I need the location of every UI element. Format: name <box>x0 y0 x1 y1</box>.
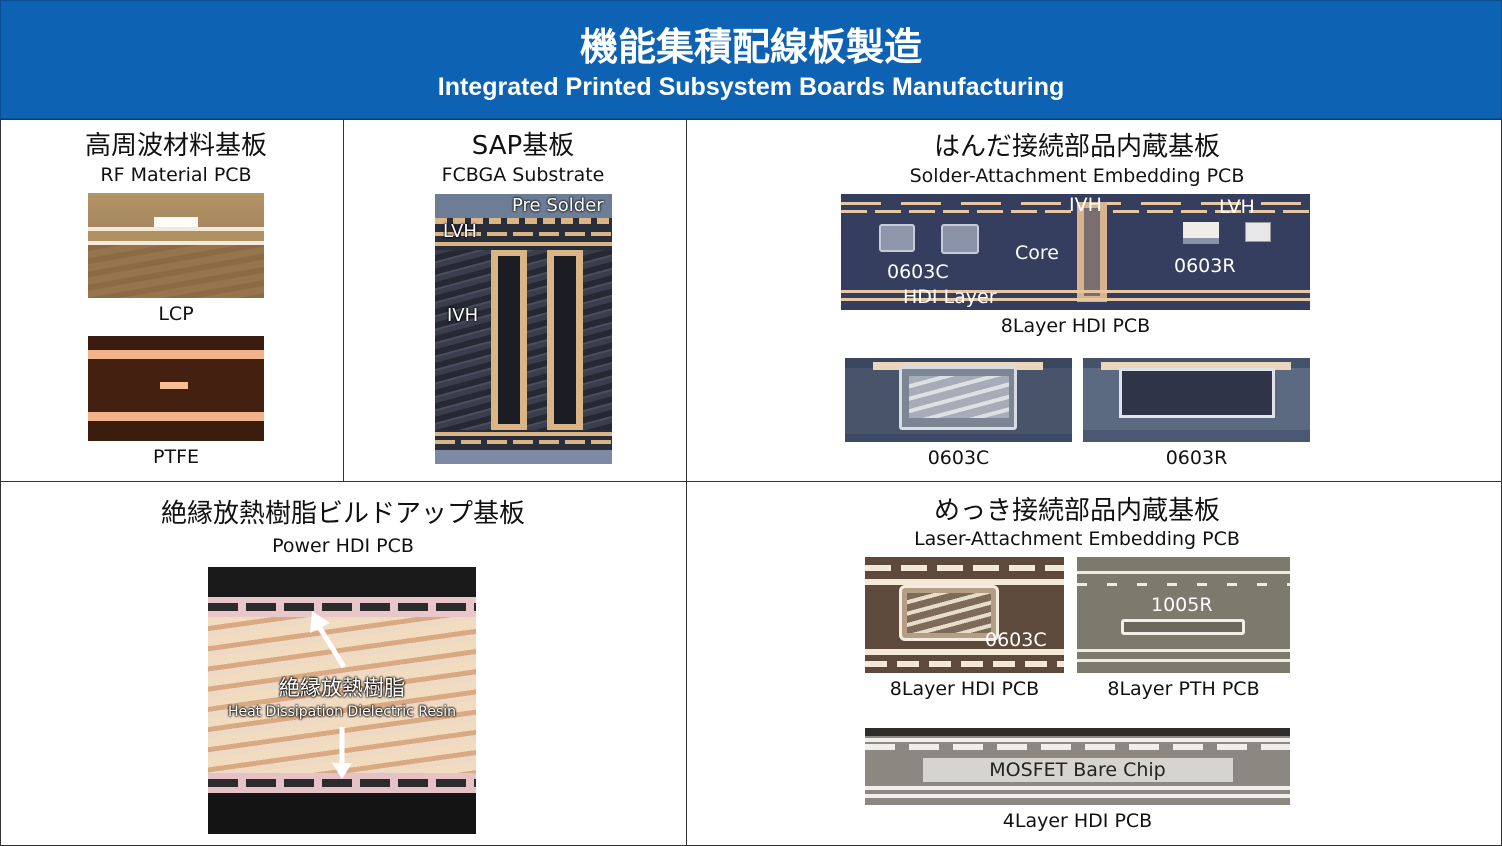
rf-title-jp: 高周波材料基板 <box>84 131 267 161</box>
plating-title-jp: めっき接続部品内蔵基板 <box>933 496 1220 526</box>
solder-0603c-label: 0603C <box>887 261 949 283</box>
resin-label-jp: 絶縁放熱樹脂 <box>279 676 405 700</box>
page-title: 機能集積配線板製造 <box>579 25 922 69</box>
plating-0603c-label: 0603C <box>985 629 1047 651</box>
plating-1005r-label: 1005R <box>1151 594 1213 616</box>
solder-hdi-layer-label: HDI Layer <box>903 286 997 308</box>
solder-caption-r: 0603R <box>1165 447 1228 469</box>
plating-caption-3: 4Layer HDI PCB <box>1002 810 1153 832</box>
plating-0603c-image: 0603C <box>865 557 1064 673</box>
rf-title-en: RF Material PCB <box>100 164 252 186</box>
solder-0603r-label: 0603R <box>1174 255 1236 277</box>
power-title-jp: 絶縁放熱樹脂ビルドアップ基板 <box>160 499 525 529</box>
fcbga-image: Pre Solder LVH IVH <box>435 194 612 464</box>
header-banner: 機能集積配線板製造 Integrated Printed Subsystem B… <box>0 0 1502 119</box>
sap-title-jp: SAP基板 <box>471 131 575 161</box>
solder-lvh-label: LVH <box>1219 196 1255 218</box>
pre-solder-label: Pre Solder <box>512 195 604 216</box>
solder-hdi-image: IVH LVH Core 0603C 0603R HDI Layer <box>841 194 1310 310</box>
plating-1005r-image: 1005R <box>1077 557 1290 673</box>
solder-ivh-label: IVH <box>1069 194 1102 216</box>
arrow-up-icon <box>310 611 347 669</box>
sap-ivh-label: IVH <box>447 305 479 326</box>
ptfe-image <box>88 336 264 441</box>
power-hdi-image: 絶縁放熱樹脂 Heat Dissipation Dielectric Resin <box>208 567 476 834</box>
solder-caption-c: 0603C <box>927 447 990 469</box>
resin-label-en: Heat Dissipation Dielectric Resin <box>227 704 457 720</box>
solder-caption-main: 8Layer HDI PCB <box>1000 315 1151 337</box>
power-title-en: Power HDI PCB <box>272 535 414 557</box>
lcp-image <box>88 193 264 298</box>
ptfe-label: PTFE <box>153 446 199 468</box>
mosfet-label: MOSFET Bare Chip <box>989 759 1166 781</box>
sap-title-en: FCBGA Substrate <box>441 164 605 186</box>
plating-caption-1: 8Layer HDI PCB <box>889 678 1040 700</box>
lcp-label: LCP <box>158 303 194 325</box>
mosfet-image: MOSFET Bare Chip <box>865 728 1290 805</box>
solder-title-jp: はんだ接続部品内蔵基板 <box>933 132 1220 162</box>
plating-caption-2: 8Layer PTH PCB <box>1107 678 1260 700</box>
page-subtitle: Integrated Printed Subsystem Boards Manu… <box>437 73 1065 101</box>
plating-title-en: Laser-Attachment Embedding PCB <box>914 528 1240 550</box>
sap-lvh-label: LVH <box>443 221 477 242</box>
solder-title-en: Solder-Attachment Embedding PCB <box>909 165 1245 187</box>
solder-0603r-image <box>1083 358 1310 442</box>
arrow-down-icon <box>332 727 352 779</box>
solder-0603c-image <box>845 358 1072 442</box>
solder-core-label: Core <box>1015 242 1059 264</box>
